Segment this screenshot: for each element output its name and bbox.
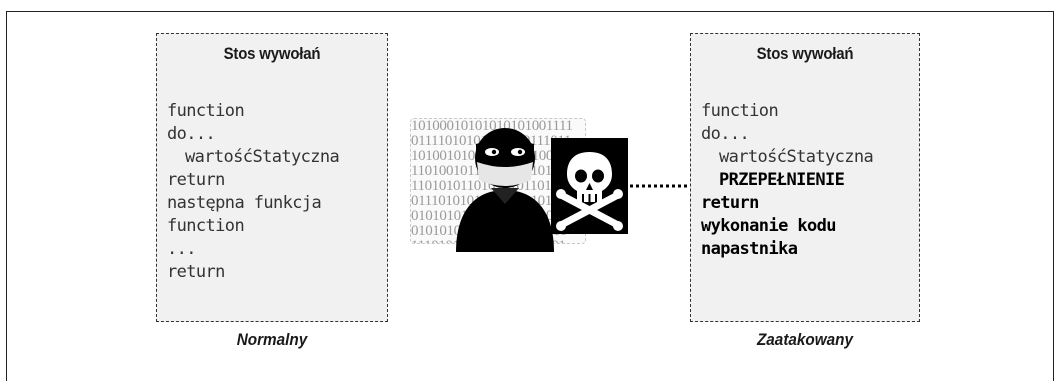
- normal-line-do: do...: [167, 124, 216, 144]
- normal-line-function-2: function: [167, 216, 245, 236]
- attacked-line-code-exec: wykonanie kodu: [701, 216, 836, 236]
- normal-caption: Normalny: [236, 330, 308, 349]
- attacked-call-stack: Stos wywołań function do... wartośćStatycz…: [690, 33, 920, 322]
- normal-stack-code: function do... wartośćStatyczna return nastę…: [167, 100, 340, 284]
- normal-line-function: function: [167, 101, 245, 121]
- skull-crossbones-icon: [556, 152, 623, 231]
- attacked-line-function: function: [701, 101, 779, 121]
- normal-line-ellipsis: ...: [167, 239, 197, 259]
- attacked-line-overflow: PRZEPEŁNIENIE: [719, 170, 845, 190]
- figure-frame: [6, 11, 1054, 381]
- attacked-line-attacker: napastnika: [701, 239, 798, 259]
- attacked-line-do: do...: [701, 124, 750, 144]
- normal-line-static-value: wartośćStatyczna: [185, 147, 340, 167]
- attacked-caption: Zaatakowany: [756, 330, 854, 349]
- attacked-line-static-value: wartośćStatyczna: [719, 147, 874, 167]
- binary-row: 1101010110101010110101: [411, 178, 566, 194]
- attacked-line-return: return: [701, 193, 759, 213]
- attacked-stack-title: Stos wywołań: [756, 44, 854, 63]
- binary-row: 10100010101010101001111: [411, 118, 573, 134]
- normal-line-next-function: następna funkcja: [167, 193, 322, 213]
- hacker-icon: [456, 128, 554, 252]
- normal-line-return: return: [167, 170, 225, 190]
- normal-line-return-2: return: [167, 262, 225, 282]
- normal-stack-title: Stos wywołań: [223, 44, 321, 63]
- normal-call-stack: Stos wywołań function do... wartośćStatycz…: [156, 33, 388, 322]
- skull-crossbones-box: [551, 138, 628, 234]
